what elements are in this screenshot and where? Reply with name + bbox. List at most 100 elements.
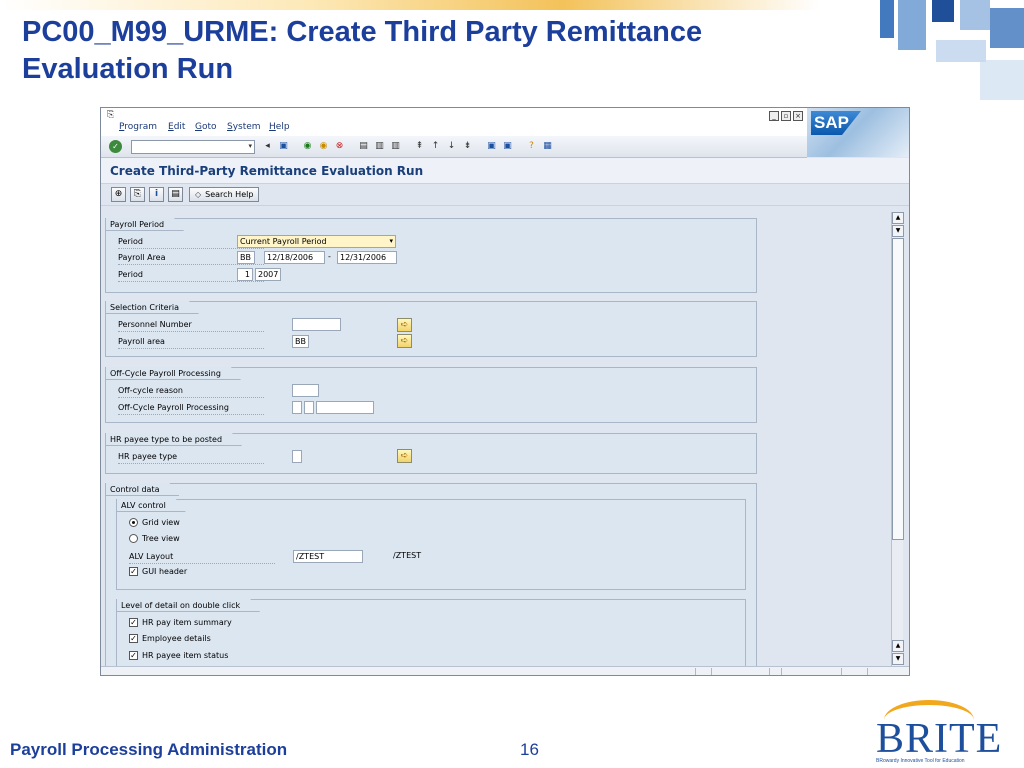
layout-menu-icon[interactable]: ▦ — [543, 141, 552, 151]
find-icon[interactable]: ▥ — [375, 141, 384, 151]
payee-item-status-label: HR payee item status — [142, 651, 229, 660]
period2-label: Period — [118, 268, 264, 282]
exit-icon[interactable]: ◉ — [319, 141, 328, 151]
hr-payee-type-field[interactable] — [292, 450, 302, 463]
group-selection-criteria: Selection Criteria Personnel Number ➪ Pa… — [105, 301, 757, 357]
enter-icon[interactable]: ✓ — [109, 140, 122, 153]
back-small-icon[interactable]: ◂ — [265, 141, 270, 151]
scroll-up-page-icon[interactable]: ▼ — [892, 225, 904, 237]
scroll-down-icon[interactable]: ▼ — [892, 653, 904, 665]
date-to-field[interactable]: 12/31/2006 — [337, 251, 397, 264]
group-payroll-period: Payroll Period Period Current Payroll Pe… — [105, 218, 757, 293]
corner-decoration — [880, 0, 1024, 100]
window-controls: _ ▫ × — [769, 111, 803, 121]
personnel-number-label: Personnel Number — [118, 318, 264, 332]
group-title: Payroll Period — [106, 218, 184, 231]
period-year-field[interactable]: 2007 — [255, 268, 281, 281]
help-icon[interactable]: ? — [529, 141, 534, 151]
first-page-icon[interactable]: ⇞ — [415, 141, 424, 151]
group-detail-level: Level of detail on double click ✓ HR pay… — [116, 599, 746, 675]
group-title: Control data — [106, 483, 179, 496]
payroll-area-field[interactable]: BB — [292, 335, 309, 348]
brite-logo: BRITE — [876, 716, 1003, 762]
sap-logo: SAP — [811, 111, 861, 135]
multiple-selection-icon[interactable]: ➪ — [397, 334, 412, 348]
shortcut-icon[interactable]: ▣ — [503, 141, 512, 151]
period-select[interactable]: Current Payroll Period ▾ — [237, 235, 396, 248]
employee-details-checkbox[interactable]: ✓ — [129, 634, 138, 643]
payee-item-status-checkbox[interactable]: ✓ — [129, 651, 138, 660]
payroll-area-label: Payroll Area — [118, 251, 264, 265]
off-cycle-field-1[interactable] — [292, 401, 302, 414]
status-segment — [711, 668, 712, 675]
application-toolbar: ⊕ ⎘ i ▤ ◇Search Help — [101, 184, 909, 206]
save-icon[interactable]: ▣ — [279, 141, 288, 151]
scroll-thumb[interactable] — [892, 238, 904, 540]
menu-bar: ⎘ Program Edit Goto System Help _ ▫ × — [101, 108, 807, 136]
get-variant-icon[interactable]: ⎘ — [130, 187, 145, 202]
scroll-down-page-icon[interactable]: ▲ — [892, 640, 904, 652]
window-menu-icon[interactable]: ⎘ — [107, 110, 115, 120]
close-icon[interactable]: × — [793, 111, 803, 121]
menu-edit[interactable]: Edit — [168, 122, 186, 132]
group-alv-control: ALV control Grid view Tree view ALV Layo… — [116, 499, 746, 590]
sap-logo-area: SAP — [807, 108, 909, 157]
off-cycle-reason-label: Off-cycle reason — [118, 384, 264, 398]
multiple-selection-icon[interactable]: ➪ — [397, 318, 412, 332]
personnel-number-field[interactable] — [292, 318, 341, 331]
gui-header-label: GUI header — [142, 567, 188, 576]
vertical-scrollbar[interactable]: ▲ ▼ ▲ ▼ — [891, 212, 904, 666]
tree-view-radio[interactable] — [129, 534, 138, 543]
tree-view-label: Tree view — [142, 534, 180, 543]
back-icon[interactable]: ◉ — [303, 141, 312, 151]
off-cycle-field-3[interactable] — [316, 401, 374, 414]
period-number-field[interactable]: 1 — [237, 268, 253, 281]
grid-view-radio[interactable] — [129, 518, 138, 527]
cancel-icon[interactable]: ⊗ — [335, 141, 344, 151]
save-variant-icon[interactable]: ▤ — [168, 187, 183, 202]
status-segment — [695, 668, 696, 675]
dropdown-icon[interactable]: ▾ — [248, 142, 252, 150]
menu-help[interactable]: Help — [269, 122, 290, 132]
date-from-field[interactable]: 12/18/2006 — [264, 251, 325, 264]
pay-item-summary-checkbox[interactable]: ✓ — [129, 618, 138, 627]
find-next-icon[interactable]: ▥ — [391, 141, 400, 151]
screen-title-bar: Create Third-Party Remittance Evaluation… — [101, 158, 909, 184]
off-cycle-reason-field[interactable] — [292, 384, 319, 397]
diamond-icon: ◇ — [195, 190, 202, 199]
slide-top-band — [0, 0, 1024, 10]
minimize-icon[interactable]: _ — [769, 111, 779, 121]
info-icon[interactable]: i — [149, 187, 164, 202]
search-help-button[interactable]: ◇Search Help — [189, 187, 260, 202]
group-hr-payee: HR payee type to be posted HR payee type… — [105, 433, 757, 474]
search-help-label: Search Help — [205, 190, 254, 199]
off-cycle-field-2[interactable] — [304, 401, 314, 414]
brite-tagline: BRowardy Innovative Tool for Education — [876, 758, 965, 764]
menu-program[interactable]: Program — [119, 122, 157, 132]
period-label: Period — [118, 235, 264, 249]
payroll-area-field[interactable]: BB — [237, 251, 255, 264]
system-toolbar: ✓ ▾ ◂ ▣ ◉ ◉ ⊗ ▤ ▥ ▥ ⇞ ↑ ↓ ⇟ ▣ ▣ ? ▦ — [101, 136, 807, 158]
gui-header-checkbox[interactable]: ✓ — [129, 567, 138, 576]
print-icon[interactable]: ▤ — [359, 141, 368, 151]
menu-goto[interactable]: Goto — [195, 122, 217, 132]
dropdown-icon[interactable]: ▾ — [389, 237, 393, 245]
command-field[interactable]: ▾ — [131, 140, 255, 154]
restore-icon[interactable]: ▫ — [781, 111, 791, 121]
last-page-icon[interactable]: ⇟ — [463, 141, 472, 151]
footer-title: Payroll Processing Administration — [10, 740, 288, 759]
multiple-selection-icon[interactable]: ➪ — [397, 449, 412, 463]
prev-page-icon[interactable]: ↑ — [431, 141, 440, 151]
next-page-icon[interactable]: ↓ — [447, 141, 456, 151]
brite-logo-arc — [884, 700, 974, 740]
scroll-up-icon[interactable]: ▲ — [892, 212, 904, 224]
group-title: Selection Criteria — [106, 301, 199, 314]
menu-system[interactable]: System — [227, 122, 261, 132]
new-session-icon[interactable]: ▣ — [487, 141, 496, 151]
period-select-value: Current Payroll Period — [240, 237, 327, 246]
employee-details-label: Employee details — [142, 634, 211, 643]
execute-icon[interactable]: ⊕ — [111, 187, 126, 202]
slide-title: PC00_M99_URME: Create Third Party Remitt… — [22, 16, 703, 85]
alv-layout-field[interactable]: /ZTEST — [293, 550, 363, 563]
selection-screen: Payroll Period Period Current Payroll Pe… — [101, 207, 891, 675]
